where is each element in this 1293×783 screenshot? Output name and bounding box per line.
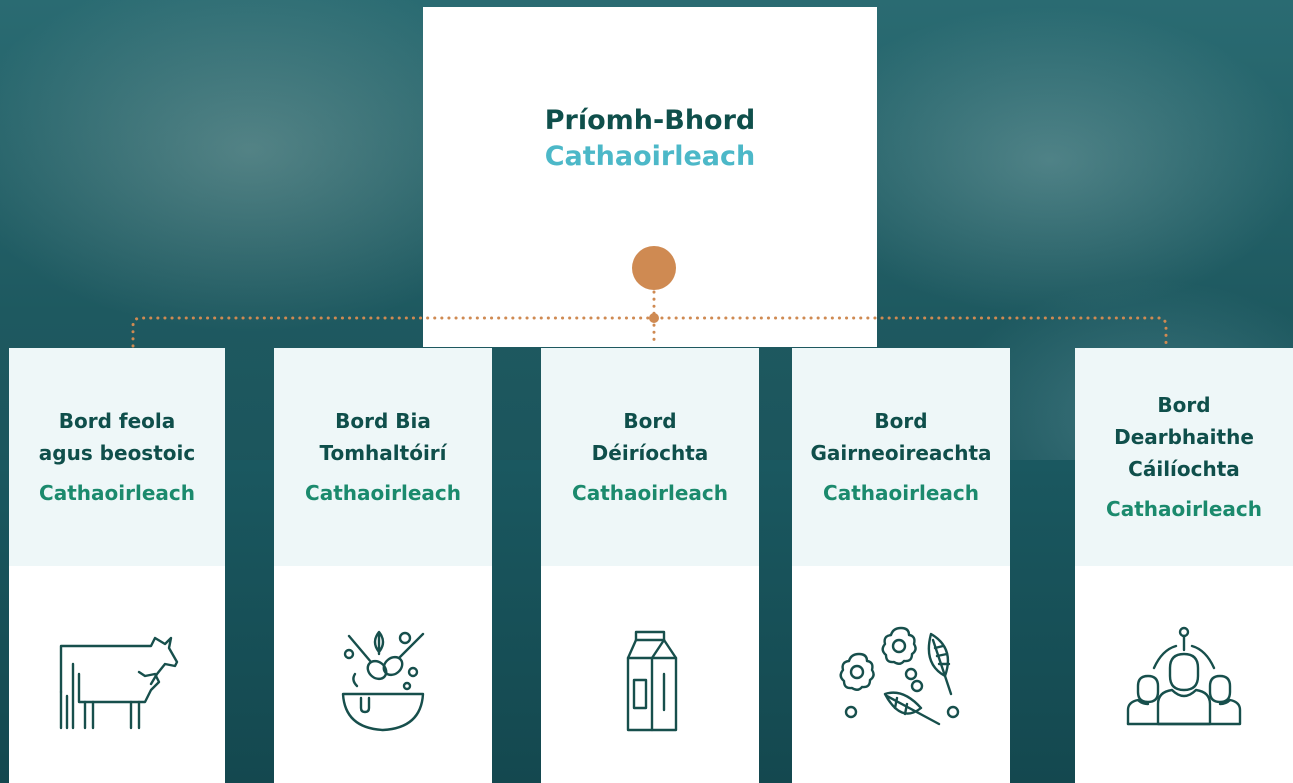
board-role: Cathaoirleach — [1106, 497, 1262, 521]
board-header: Bord Déiríochta Cathaoirleach — [541, 348, 759, 566]
salad-bowl-icon — [341, 630, 425, 732]
board-label-line1: Bord — [874, 409, 928, 433]
board-role: Cathaoirleach — [305, 481, 461, 505]
board-header: Bord Bia Tomhaltóirí Cathaoirleach — [274, 348, 492, 566]
connector-horizontal — [131, 316, 1168, 348]
board-label-line1: Bord — [1157, 393, 1211, 417]
board-icon-panel — [541, 566, 759, 783]
main-board-name: Príomh-Bhord — [544, 105, 756, 136]
main-board-node — [632, 246, 676, 290]
board-label-line2: Dearbhaithe — [1114, 425, 1254, 449]
board-label-line2: agus beostoic — [38, 441, 196, 465]
board-label-line2: Déiríochta — [591, 441, 709, 465]
board-header: Bord feola agus beostoic Cathaoirleach — [9, 348, 225, 566]
board-header: Bord Gairneoireachta Cathaoirleach — [792, 348, 1010, 566]
board-column-horticulture: Bord Gairneoireachta Cathaoirleach — [792, 348, 1010, 783]
board-role: Cathaoirleach — [572, 481, 728, 505]
cattle-icon — [59, 636, 179, 730]
board-label-line3: Cáilíochta — [1128, 457, 1240, 481]
board-role: Cathaoirleach — [823, 481, 979, 505]
team-icon — [1126, 626, 1242, 726]
board-column-meat: Bord feola agus beostoic Cathaoirleach — [9, 348, 225, 783]
board-icon-panel — [9, 566, 225, 783]
board-label-line2: Tomhaltóirí — [319, 441, 447, 465]
board-column-quality: Bord Dearbhaithe Cáilíochta Cathaoirleac… — [1075, 348, 1293, 783]
board-label-line1: Bord Bia — [335, 409, 431, 433]
board-label-line2: Gairneoireachta — [810, 441, 992, 465]
vegetables-icon — [839, 626, 960, 726]
connector-junction — [649, 313, 659, 323]
main-board-role: Cathaoirleach — [544, 141, 756, 172]
board-label-line1: Bord feola — [58, 409, 176, 433]
board-icon-panel — [1075, 566, 1293, 783]
board-column-consumer: Bord Bia Tomhaltóirí Cathaoirleach — [274, 348, 492, 783]
board-header: Bord Dearbhaithe Cáilíochta Cathaoirleac… — [1075, 348, 1293, 566]
milk-carton-icon — [626, 630, 678, 732]
board-icon-panel — [792, 566, 1010, 783]
board-role: Cathaoirleach — [39, 481, 195, 505]
board-label-line1: Bord — [623, 409, 677, 433]
board-icon-panel — [274, 566, 492, 783]
main-board-card: Príomh-Bhord Cathaoirleach — [423, 7, 877, 347]
board-column-dairy: Bord Déiríochta Cathaoirleach — [541, 348, 759, 783]
main-board-title: Príomh-Bhord Cathaoirleach — [423, 103, 877, 175]
